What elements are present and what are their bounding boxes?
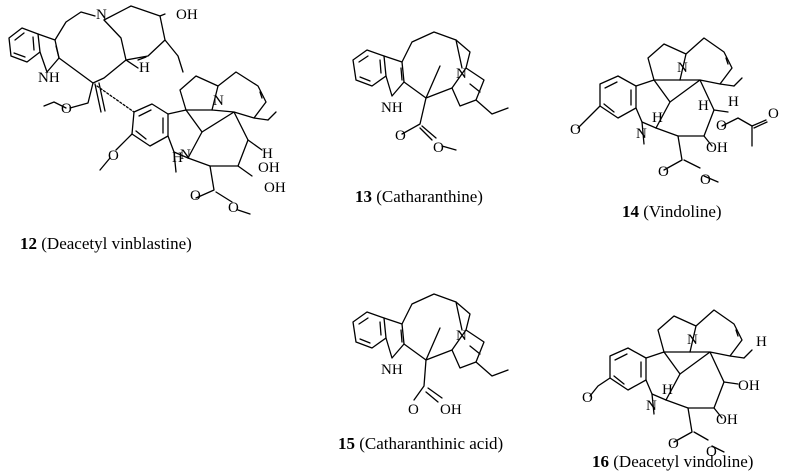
compound-number: 13 (355, 187, 372, 206)
atom-nh: NH (381, 362, 403, 378)
atom-h: H (728, 94, 739, 110)
atom-o: O (658, 164, 669, 180)
structure-12 (8, 5, 277, 215)
atom-o: O (433, 140, 444, 156)
compound-name: (Deacetyl vinblastine) (41, 234, 192, 253)
atom-n: N (180, 147, 191, 163)
atom-o: O (582, 390, 593, 406)
atom-n: N (456, 328, 467, 344)
atom-o: O (395, 128, 406, 144)
atom-o: O (570, 122, 581, 138)
compound-name: (Catharanthinic acid) (359, 434, 504, 453)
caption-16: 16 (Deacetyl vindoline) (592, 452, 753, 472)
atom-oh: OH (258, 160, 280, 176)
atom-oh: OH (440, 402, 462, 418)
atom-o: O (108, 148, 119, 164)
atom-h: H (139, 60, 150, 76)
compound-number: 14 (622, 202, 639, 221)
atom-o: O (190, 188, 201, 204)
atom-n: N (213, 93, 224, 109)
atom-nh: NH (38, 70, 60, 86)
atom-n: N (456, 66, 467, 82)
atom-n: N (96, 7, 107, 23)
atom-n: N (636, 126, 647, 142)
compound-number: 15 (338, 434, 355, 453)
caption-15: 15 (Catharanthinic acid) (338, 434, 503, 454)
atom-o: O (668, 436, 679, 452)
atom-o: O (716, 118, 727, 134)
structure-13 (352, 31, 509, 151)
compound-number: 12 (20, 234, 37, 253)
caption-12: 12 (Deacetyl vinblastine) (20, 234, 192, 254)
compound-number: 16 (592, 452, 609, 471)
structure-14 (577, 37, 768, 183)
atom-o: O (706, 444, 717, 460)
caption-14: 14 (Vindoline) (622, 202, 722, 222)
atom-o: O (408, 402, 419, 418)
atom-labels: OH N NH H O O N H N OH H OH O O N NH O O… (38, 7, 779, 460)
atom-oh: OH (716, 412, 738, 428)
atom-h: H (262, 146, 273, 162)
compound-name: (Deacetyl vindoline) (613, 452, 754, 471)
structure-16 (589, 309, 753, 453)
atom-o: O (228, 200, 239, 216)
compound-name: (Vindoline) (643, 202, 722, 221)
atom-oh: OH (176, 7, 198, 23)
atom-oh: OH (706, 140, 728, 156)
atom-h: H (652, 110, 663, 126)
atom-n: N (677, 60, 688, 76)
atom-o: O (700, 172, 711, 188)
atom-oh: OH (264, 180, 286, 196)
atom-h: H (698, 98, 709, 114)
atom-o: O (61, 101, 72, 117)
atom-nh: NH (381, 100, 403, 116)
caption-13: 13 (Catharanthine) (355, 187, 483, 207)
atom-n: N (646, 398, 657, 414)
atom-oh: OH (738, 378, 760, 394)
atom-h: H (172, 150, 183, 166)
atom-h: H (662, 382, 673, 398)
atom-n: N (687, 332, 698, 348)
compound-name: (Catharanthine) (376, 187, 483, 206)
atom-o: O (768, 106, 779, 122)
structure-15 (352, 293, 509, 403)
atom-h: H (756, 334, 767, 350)
